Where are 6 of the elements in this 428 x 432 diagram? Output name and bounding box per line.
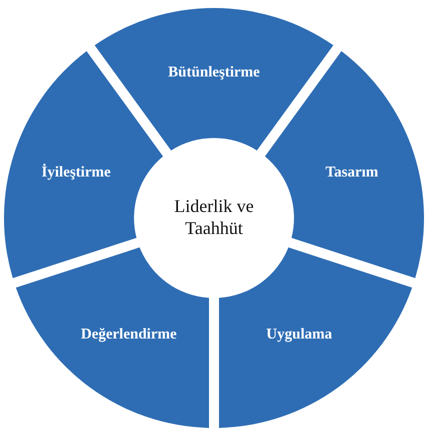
segment-label: Tasarım [326,164,378,182]
segment-label: Değerlendirme [80,326,177,344]
segment-label: İyileştirme [42,164,111,182]
center-label: Liderlik ve Taahhüt [173,196,255,240]
segment-label: Bütünleştirme [168,64,260,82]
segment-label: Uygulama [266,326,332,344]
